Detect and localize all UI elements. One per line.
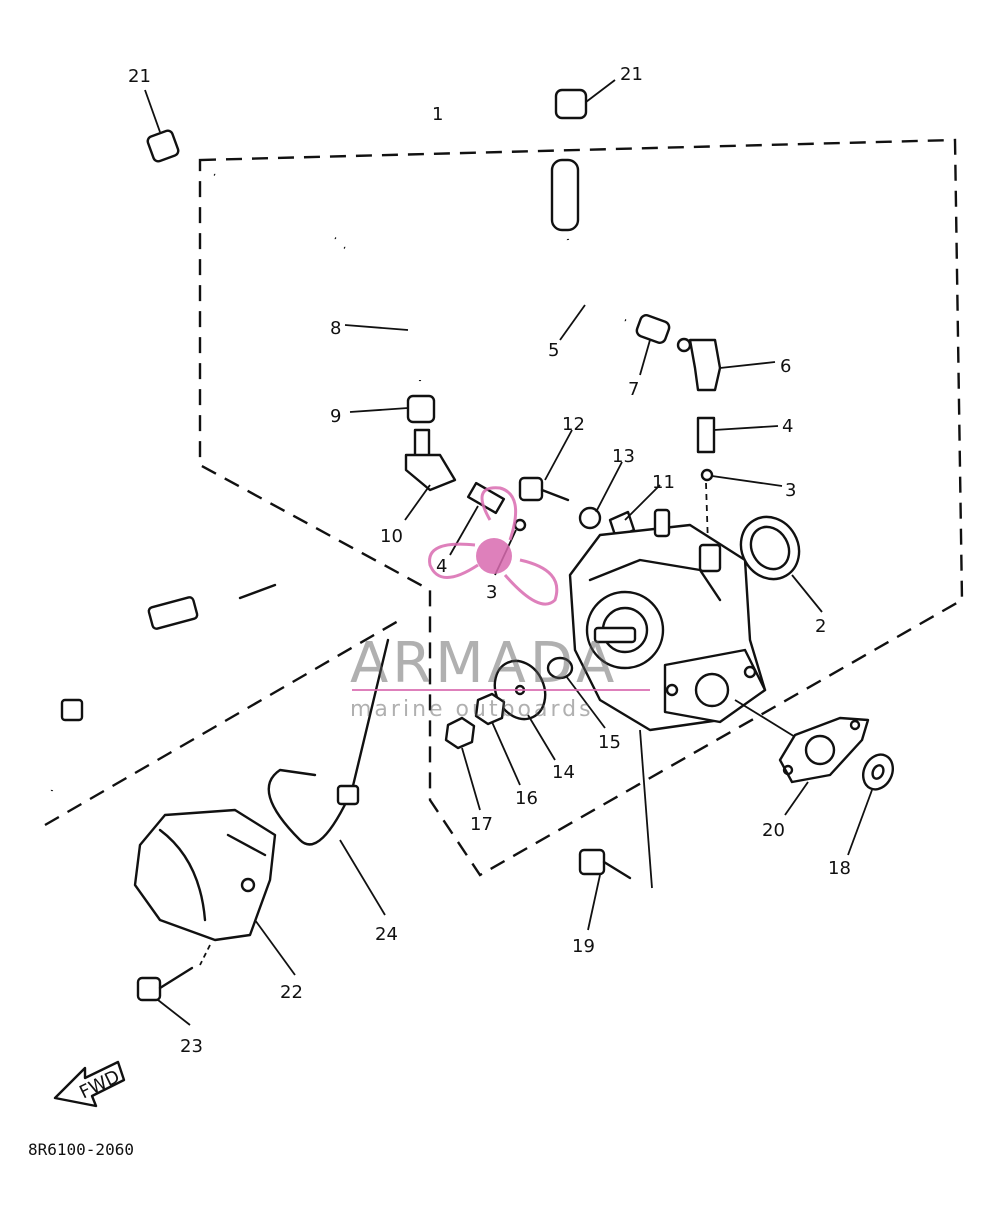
callout-4-left: 4	[436, 556, 447, 577]
screw-12	[518, 429, 573, 502]
callout-4-right: 4	[782, 416, 793, 437]
callout-11: 11	[652, 472, 675, 493]
gasket-20	[778, 716, 870, 816]
propeller-logo-icon	[428, 486, 559, 606]
armada-watermark: ARMADA marine outboards	[350, 486, 650, 722]
callout-13: 13	[612, 446, 635, 467]
clip-7	[635, 314, 671, 376]
oil-pump-body	[568, 508, 801, 889]
callout-10: 10	[380, 526, 403, 547]
callout-22: 22	[280, 982, 303, 1003]
bolt-23	[136, 966, 194, 1026]
callout-14: 14	[552, 762, 575, 783]
washer-18	[847, 753, 894, 856]
callout-15: 15	[598, 732, 621, 753]
callout-20: 20	[762, 820, 785, 841]
watermark-tagline: marine outboards	[350, 697, 594, 722]
watermark-brand: ARMADA	[350, 631, 618, 696]
hose-5	[550, 158, 629, 341]
cable-left	[47, 583, 277, 792]
assembly-boundary	[198, 138, 964, 877]
hose-8	[211, 169, 428, 382]
cap-21-right	[554, 79, 616, 120]
lower-boundary	[44, 618, 401, 827]
callout-24: 24	[375, 924, 398, 945]
fwd-arrow: FWD	[53, 1060, 126, 1108]
spring-4-right	[696, 416, 779, 546]
callout-9: 9	[330, 406, 341, 427]
seal-2	[739, 515, 823, 613]
washer-15	[546, 656, 606, 729]
clip-9	[349, 394, 436, 424]
callout-7: 7	[628, 379, 639, 400]
callout-18: 18	[828, 858, 851, 879]
elbow-10	[404, 428, 457, 521]
part-code: 8R6100-2060	[28, 1140, 134, 1159]
callout-3-right: 3	[785, 480, 796, 501]
callout-17: 17	[470, 814, 493, 835]
callout-23: 23	[180, 1036, 203, 1057]
callout-3-left: 3	[486, 582, 497, 603]
callout-2: 2	[815, 616, 826, 637]
bolt-19	[578, 848, 632, 931]
washer-13	[578, 461, 623, 530]
elbow-6	[676, 337, 776, 392]
callout-6: 6	[780, 356, 791, 377]
callout-12: 12	[562, 414, 585, 435]
callout-16: 16	[515, 788, 538, 809]
ball-3-right	[700, 468, 783, 487]
nut-16	[474, 692, 521, 786]
cable-24	[267, 638, 390, 916]
callout-8: 8	[330, 318, 341, 339]
callout-21-left: 21	[128, 66, 151, 87]
cover-22	[133, 808, 296, 976]
callout-1: 1	[432, 104, 443, 125]
callouts: 1 2 3 3 4 4 5 6 7 8 9 10 11 12 13 14 15 …	[128, 64, 851, 1057]
callout-21-right: 21	[620, 64, 643, 85]
cap-21-left	[144, 89, 180, 163]
callout-19: 19	[572, 936, 595, 957]
nut-17	[444, 716, 481, 811]
callout-5: 5	[548, 340, 559, 361]
spring-4-left	[449, 481, 506, 556]
